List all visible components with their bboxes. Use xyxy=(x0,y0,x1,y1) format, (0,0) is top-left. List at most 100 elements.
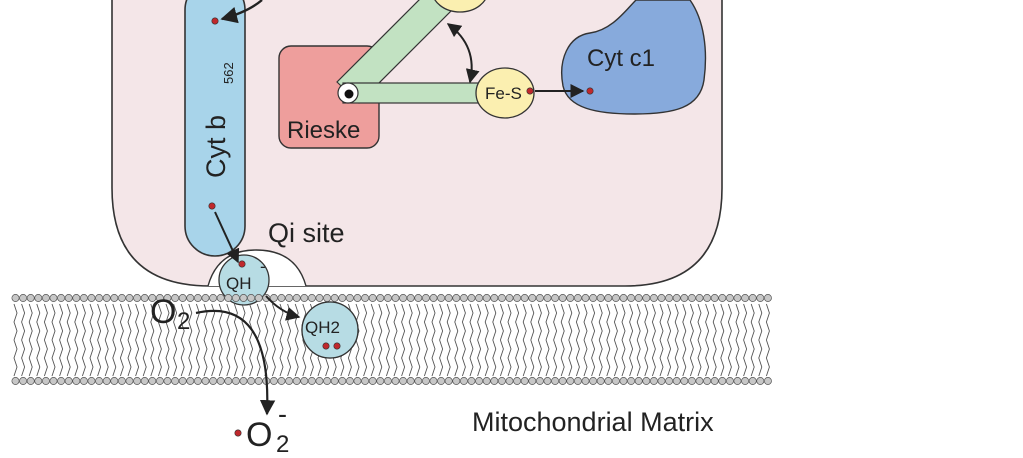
lipid-head xyxy=(383,377,392,385)
lipid-head xyxy=(247,377,256,385)
lipid-head xyxy=(34,377,43,385)
lipid-head xyxy=(64,377,73,385)
lipid-head xyxy=(596,377,605,385)
lipid-head xyxy=(528,377,537,385)
qi-site-label: Qi site xyxy=(268,218,345,248)
lipid-head xyxy=(155,377,164,385)
lipid-head xyxy=(34,294,43,302)
lipid-head xyxy=(323,294,332,302)
lipid-head xyxy=(171,377,180,385)
lipid-head xyxy=(315,377,324,385)
lipid-head xyxy=(254,294,263,302)
lipid-head xyxy=(718,294,727,302)
lipid-head xyxy=(323,377,332,385)
lipid-head xyxy=(26,377,35,385)
lipid-head xyxy=(611,294,620,302)
lipid-head xyxy=(741,377,750,385)
lipid-head xyxy=(756,294,765,302)
lipid-head xyxy=(490,377,499,385)
lipid-head xyxy=(573,294,582,302)
superoxide-subscript: 2 xyxy=(276,431,289,458)
lipid-head xyxy=(148,294,157,302)
lipid-head xyxy=(437,377,446,385)
lipid-head xyxy=(642,377,651,385)
lipid-head xyxy=(345,294,354,302)
lipid-head xyxy=(376,294,385,302)
lipid-head xyxy=(619,294,628,302)
lipid-head xyxy=(125,377,134,385)
lipid-head xyxy=(627,294,636,302)
lipid-head xyxy=(672,294,681,302)
lipid-head xyxy=(695,294,704,302)
qh-minus-quinone xyxy=(218,254,270,306)
electron-dot xyxy=(238,260,246,268)
lipid-head xyxy=(110,377,119,385)
lipid-head xyxy=(703,294,712,302)
lipid-head xyxy=(513,294,522,302)
lipid-head xyxy=(11,377,20,385)
lipid-head xyxy=(551,294,560,302)
lipid-head xyxy=(140,294,149,302)
cyt-b-subscript: 562 xyxy=(221,62,236,84)
lipid-head xyxy=(383,294,392,302)
lipid-head xyxy=(513,377,522,385)
lipid-head xyxy=(414,377,423,385)
lipid-head xyxy=(505,377,514,385)
lipid-head xyxy=(490,294,499,302)
lipid-head xyxy=(604,294,613,302)
lipid-head xyxy=(102,294,111,302)
cyt-c1-blob xyxy=(561,0,707,115)
lipid-head xyxy=(657,377,666,385)
lipid-head xyxy=(619,377,628,385)
lipid-head xyxy=(87,294,96,302)
lipid-head xyxy=(117,294,126,302)
lipid-head xyxy=(247,294,256,302)
lipid-head xyxy=(201,377,210,385)
lipid-head xyxy=(741,294,750,302)
electron-dot xyxy=(526,87,534,95)
o2-label: O xyxy=(150,293,176,331)
lipid-head xyxy=(376,377,385,385)
lipid-head xyxy=(307,377,316,385)
lipid-head xyxy=(353,377,362,385)
cyt-b-capsule xyxy=(184,0,246,257)
lipid-head xyxy=(133,377,142,385)
lipid-head xyxy=(581,294,590,302)
lipid-head xyxy=(353,294,362,302)
lipid-head xyxy=(254,377,263,385)
lipid-head xyxy=(505,294,514,302)
lipid-head xyxy=(239,377,248,385)
lipid-head xyxy=(269,294,278,302)
lipid-head xyxy=(535,377,544,385)
lipid-head xyxy=(72,294,81,302)
lipid-head xyxy=(178,294,187,302)
lipid-head xyxy=(604,377,613,385)
lipid-head xyxy=(163,294,172,302)
lipid-head xyxy=(710,294,719,302)
lipid-head xyxy=(11,294,20,302)
lipid-head xyxy=(444,294,453,302)
lipid-head xyxy=(19,294,28,302)
lipid-head xyxy=(710,377,719,385)
lipid-head xyxy=(368,377,377,385)
lipid-head xyxy=(57,294,66,302)
electron-dot xyxy=(234,429,242,437)
qh-minus-charge: - xyxy=(260,257,266,276)
lipid-head xyxy=(368,294,377,302)
lipid-head xyxy=(110,294,119,302)
lipid-head xyxy=(535,294,544,302)
lipid-head xyxy=(186,377,195,385)
lipid-head xyxy=(391,294,400,302)
lipid-head xyxy=(277,377,286,385)
lipid-head xyxy=(178,377,187,385)
lipid-head xyxy=(634,377,643,385)
lipid-head xyxy=(231,377,240,385)
electron-dot xyxy=(586,87,594,95)
lipid-head xyxy=(171,294,180,302)
lipid-head xyxy=(79,294,88,302)
lipid-head xyxy=(459,377,468,385)
lipid-head xyxy=(79,377,88,385)
lipid-head xyxy=(611,377,620,385)
lipid-head xyxy=(657,294,666,302)
